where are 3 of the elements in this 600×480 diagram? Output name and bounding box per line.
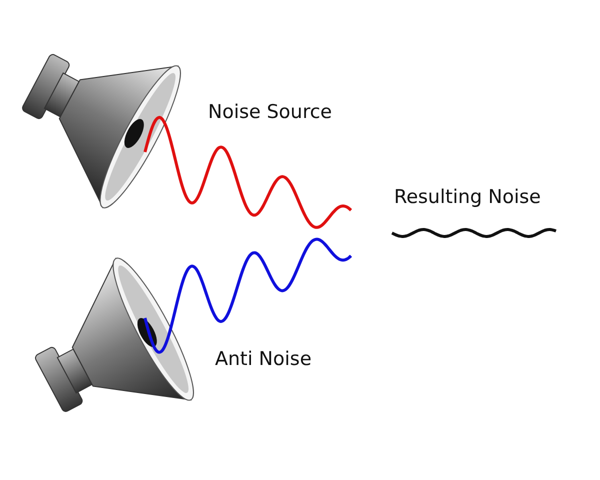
caption-text: Noise Source: [208, 101, 332, 123]
caption-text: Anti Noise: [215, 348, 312, 370]
caption-text: Resulting Noise: [394, 186, 541, 208]
